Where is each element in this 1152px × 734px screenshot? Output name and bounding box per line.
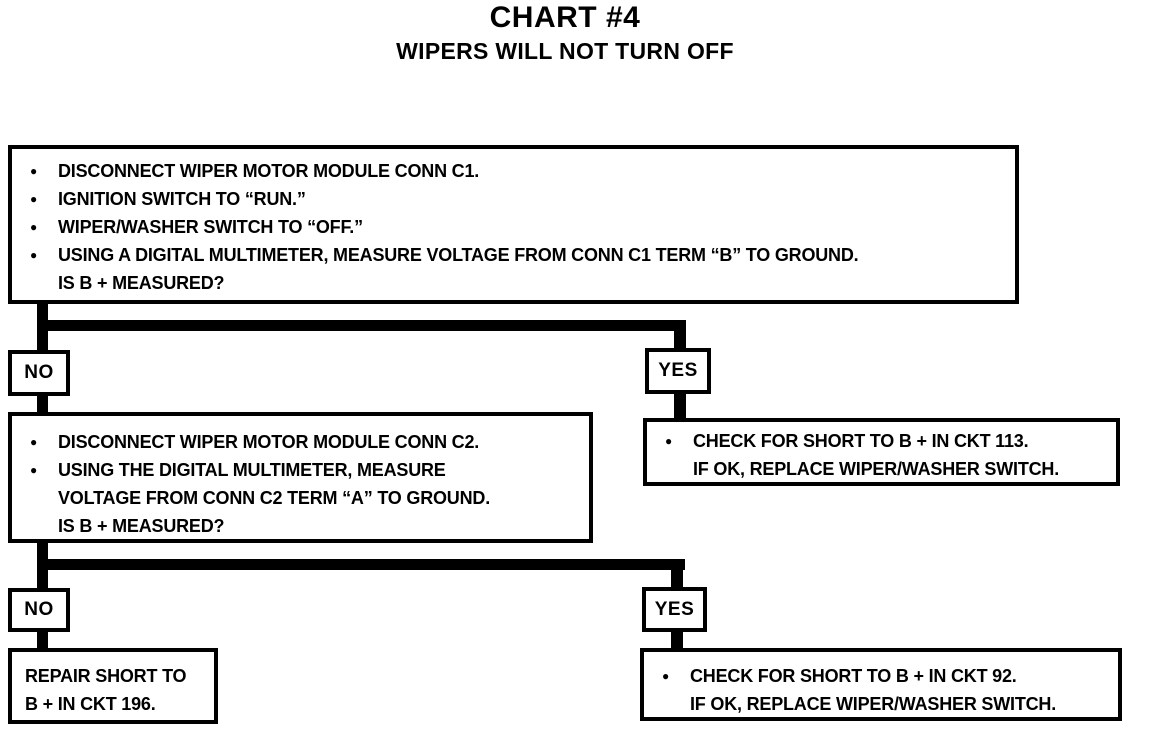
bullet-icon: ● bbox=[30, 220, 38, 234]
connector-branch2-to-yes2 bbox=[671, 559, 683, 589]
step1-bullet-item: ● DISCONNECT WIPER MOTOR MODULE CONN C1. bbox=[30, 157, 1007, 185]
connector-no2-to-repair bbox=[37, 630, 48, 650]
connector-yes2-to-result2 bbox=[671, 628, 683, 650]
chart-title: CHART #4 bbox=[489, 1, 641, 34]
result-yes1-line: IF OK, REPLACE WIPER/WASHER SWITCH. bbox=[693, 459, 1060, 479]
decision2-yes-label: YES bbox=[654, 598, 695, 620]
connector-no1-to-step2 bbox=[37, 394, 48, 414]
step1-line: WIPER/WASHER SWITCH TO “OFF.” bbox=[58, 217, 363, 237]
step1-bullet-item: ● WIPER/WASHER SWITCH TO “OFF.” bbox=[30, 213, 1007, 241]
step1-line: USING A DIGITAL MULTIMETER, MEASURE VOLT… bbox=[58, 245, 859, 265]
step2-bullet-item: ● DISCONNECT WIPER MOTOR MODULE CONN C2. bbox=[30, 428, 581, 456]
bullet-icon: ● bbox=[30, 192, 38, 206]
result-yes1-bullet-item: ● CHECK FOR SHORT TO B + IN CKT 113. IF … bbox=[665, 427, 1108, 483]
connector-branch1-to-yes1 bbox=[674, 320, 686, 350]
result-yes1-line: CHECK FOR SHORT TO B + IN CKT 113. bbox=[693, 431, 1029, 451]
chart-subtitle: WIPERS WILL NOT TURN OFF bbox=[396, 38, 734, 64]
result-no2-line: B + IN CKT 196. bbox=[25, 694, 156, 714]
node-result-yes2: ● CHECK FOR SHORT TO B + IN CKT 92. IF O… bbox=[640, 648, 1122, 721]
step2-line: VOLTAGE FROM CONN C2 TERM “A” TO GROUND. bbox=[58, 488, 490, 508]
node-result-yes1: ● CHECK FOR SHORT TO B + IN CKT 113. IF … bbox=[643, 418, 1120, 486]
step1-bullet-item: ● IGNITION SWITCH TO “RUN.” bbox=[30, 185, 1007, 213]
node-decision2-yes: YES bbox=[642, 587, 707, 632]
node-step2: ● DISCONNECT WIPER MOTOR MODULE CONN C2.… bbox=[8, 412, 593, 543]
decision2-no-label: NO bbox=[24, 599, 54, 620]
connector-yes1-to-result1 bbox=[674, 391, 686, 420]
result-yes2-line: IF OK, REPLACE WIPER/WASHER SWITCH. bbox=[690, 694, 1057, 714]
step1-question-line: IS B + MEASURED? bbox=[58, 273, 225, 293]
step1-line: IGNITION SWITCH TO “RUN.” bbox=[58, 189, 306, 209]
decision1-no-label: NO bbox=[24, 362, 54, 383]
bullet-icon: ● bbox=[30, 463, 38, 477]
step1-bullet-item: ● USING A DIGITAL MULTIMETER, MEASURE VO… bbox=[30, 241, 1007, 297]
result-yes2-bullet-item: ● CHECK FOR SHORT TO B + IN CKT 92. IF O… bbox=[662, 662, 1110, 718]
step2-bullet-item: ● USING THE DIGITAL MULTIMETER, MEASURE … bbox=[30, 456, 581, 540]
step2-line: DISCONNECT WIPER MOTOR MODULE CONN C2. bbox=[58, 432, 480, 452]
step2-line: USING THE DIGITAL MULTIMETER, MEASURE bbox=[58, 460, 446, 480]
node-decision2-no: NO bbox=[8, 588, 70, 632]
connector-branch2-horizontal bbox=[37, 559, 685, 570]
connector-branch1-horizontal bbox=[37, 320, 686, 331]
decision1-yes-label: YES bbox=[658, 360, 698, 381]
step1-line: DISCONNECT WIPER MOTOR MODULE CONN C1. bbox=[58, 161, 480, 181]
node-decision1-no: NO bbox=[8, 350, 70, 396]
node-decision1-yes: YES bbox=[645, 348, 711, 394]
result-yes2-line: CHECK FOR SHORT TO B + IN CKT 92. bbox=[690, 666, 1017, 686]
bullet-icon: ● bbox=[30, 164, 38, 178]
step2-question-line: IS B + MEASURED? bbox=[58, 516, 225, 536]
bullet-icon: ● bbox=[665, 434, 673, 448]
node-result-no2: REPAIR SHORT TO B + IN CKT 196. bbox=[8, 648, 218, 724]
node-step1: ● DISCONNECT WIPER MOTOR MODULE CONN C1.… bbox=[8, 145, 1019, 304]
bullet-icon: ● bbox=[30, 435, 38, 449]
bullet-icon: ● bbox=[30, 248, 38, 262]
bullet-icon: ● bbox=[662, 669, 670, 683]
result-no2-line: REPAIR SHORT TO bbox=[25, 666, 187, 686]
